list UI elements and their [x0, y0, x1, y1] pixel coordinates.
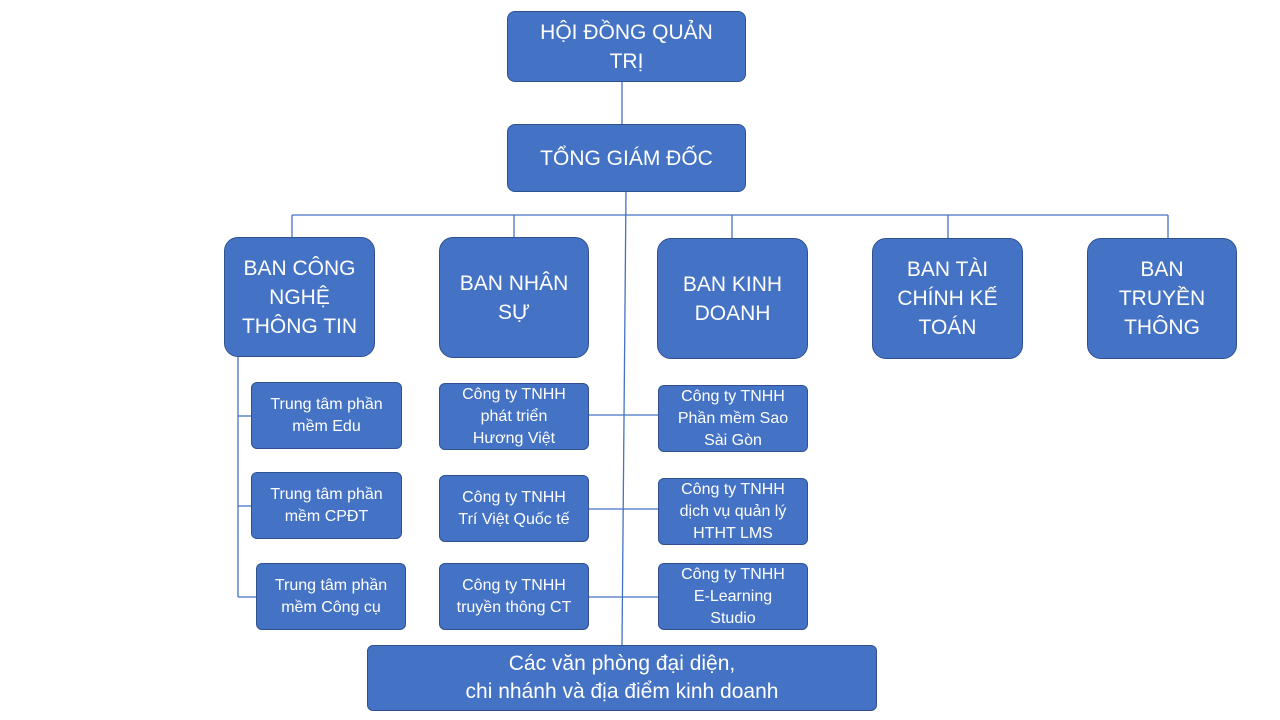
department-it-box: BAN CÔNG NGHỆ THÔNG TIN [224, 237, 375, 357]
connector-ceo-trunk [621, 191, 627, 646]
company-huong-viet-box: Công ty TNHH phát triển Hương Việt [439, 383, 589, 450]
branches-box: Các văn phòng đại diện, chi nhánh và địa… [367, 645, 877, 711]
department-finance-box: BAN TÀI CHÍNH KẾ TOÁN [872, 238, 1023, 359]
department-hr-box: BAN NHÂN SỰ [439, 237, 589, 358]
board-box: HỘI ĐỒNG QUẢN TRỊ [507, 11, 746, 82]
it-center-cpdt-box: Trung tâm phần mềm CPĐT [251, 472, 402, 539]
company-truyen-thong-ct-box: Công ty TNHH truyền thông CT [439, 563, 589, 630]
it-center-tools-box: Trung tâm phần mềm Công cụ [256, 563, 406, 630]
company-htht-lms-box: Công ty TNHH dịch vụ quản lý HTHT LMS [658, 478, 808, 545]
ceo-box: TỔNG GIÁM ĐỐC [507, 124, 746, 192]
department-media-box: BAN TRUYỀN THÔNG [1087, 238, 1237, 359]
company-elearning-studio-box: Công ty TNHH E-Learning Studio [658, 563, 808, 630]
department-sales-box: BAN KINH DOANH [657, 238, 808, 359]
company-tri-viet-box: Công ty TNHH Trí Việt Quốc tế [439, 475, 589, 542]
company-sao-sai-gon-box: Công ty TNHH Phần mềm Sao Sài Gòn [658, 385, 808, 452]
it-center-edu-box: Trung tâm phần mềm Edu [251, 382, 402, 449]
